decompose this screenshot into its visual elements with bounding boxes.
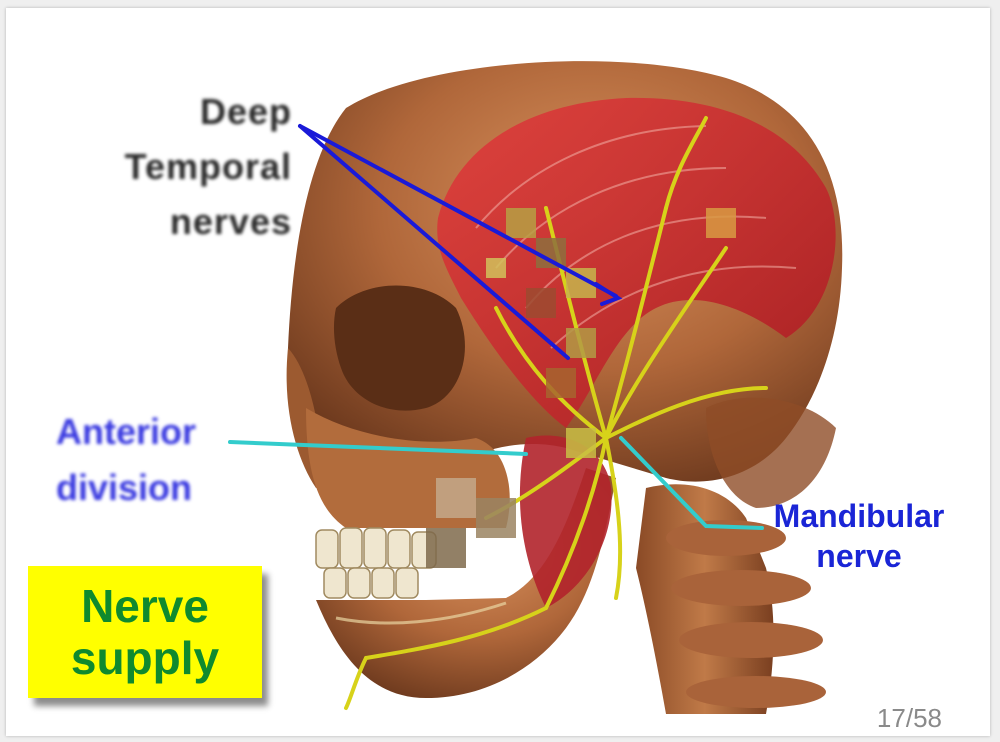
deep-temporal-nerves-label: Deep Temporal nerves xyxy=(66,84,292,249)
nerve-branches xyxy=(344,116,768,710)
title-line-2: supply xyxy=(70,632,220,684)
deep-temporal-pointers xyxy=(298,124,623,360)
mandible xyxy=(316,468,616,698)
cervical-spine xyxy=(636,484,826,714)
pixelated-region xyxy=(426,208,736,568)
label-line: division xyxy=(56,467,193,508)
label-line: nerve xyxy=(816,538,902,574)
mandibular-nerve-label: Mandibular nerve xyxy=(754,496,964,576)
orbit xyxy=(333,285,465,411)
label-line: Deep xyxy=(199,91,292,132)
teeth xyxy=(315,527,437,599)
cyan-pointers xyxy=(228,436,764,530)
page-indicator: 17/58 xyxy=(876,703,942,733)
label-line: Temporal xyxy=(124,146,292,187)
title-line-1: Nerve xyxy=(81,580,209,632)
slide: Deep Temporal nerves Anterior division M… xyxy=(6,8,990,736)
temporalis-muscle xyxy=(437,97,836,429)
anterior-division-label: Anterior division xyxy=(56,404,246,516)
skull-nerve-illustration xyxy=(228,60,844,714)
label-line: nerves xyxy=(169,201,292,242)
label-line: Anterior xyxy=(56,411,197,452)
nerve-supply-title-box: Nerve supply xyxy=(28,566,262,698)
label-line: Mandibular xyxy=(773,498,945,534)
nasal-area xyxy=(286,348,351,488)
pterygoid-muscle xyxy=(519,435,612,608)
